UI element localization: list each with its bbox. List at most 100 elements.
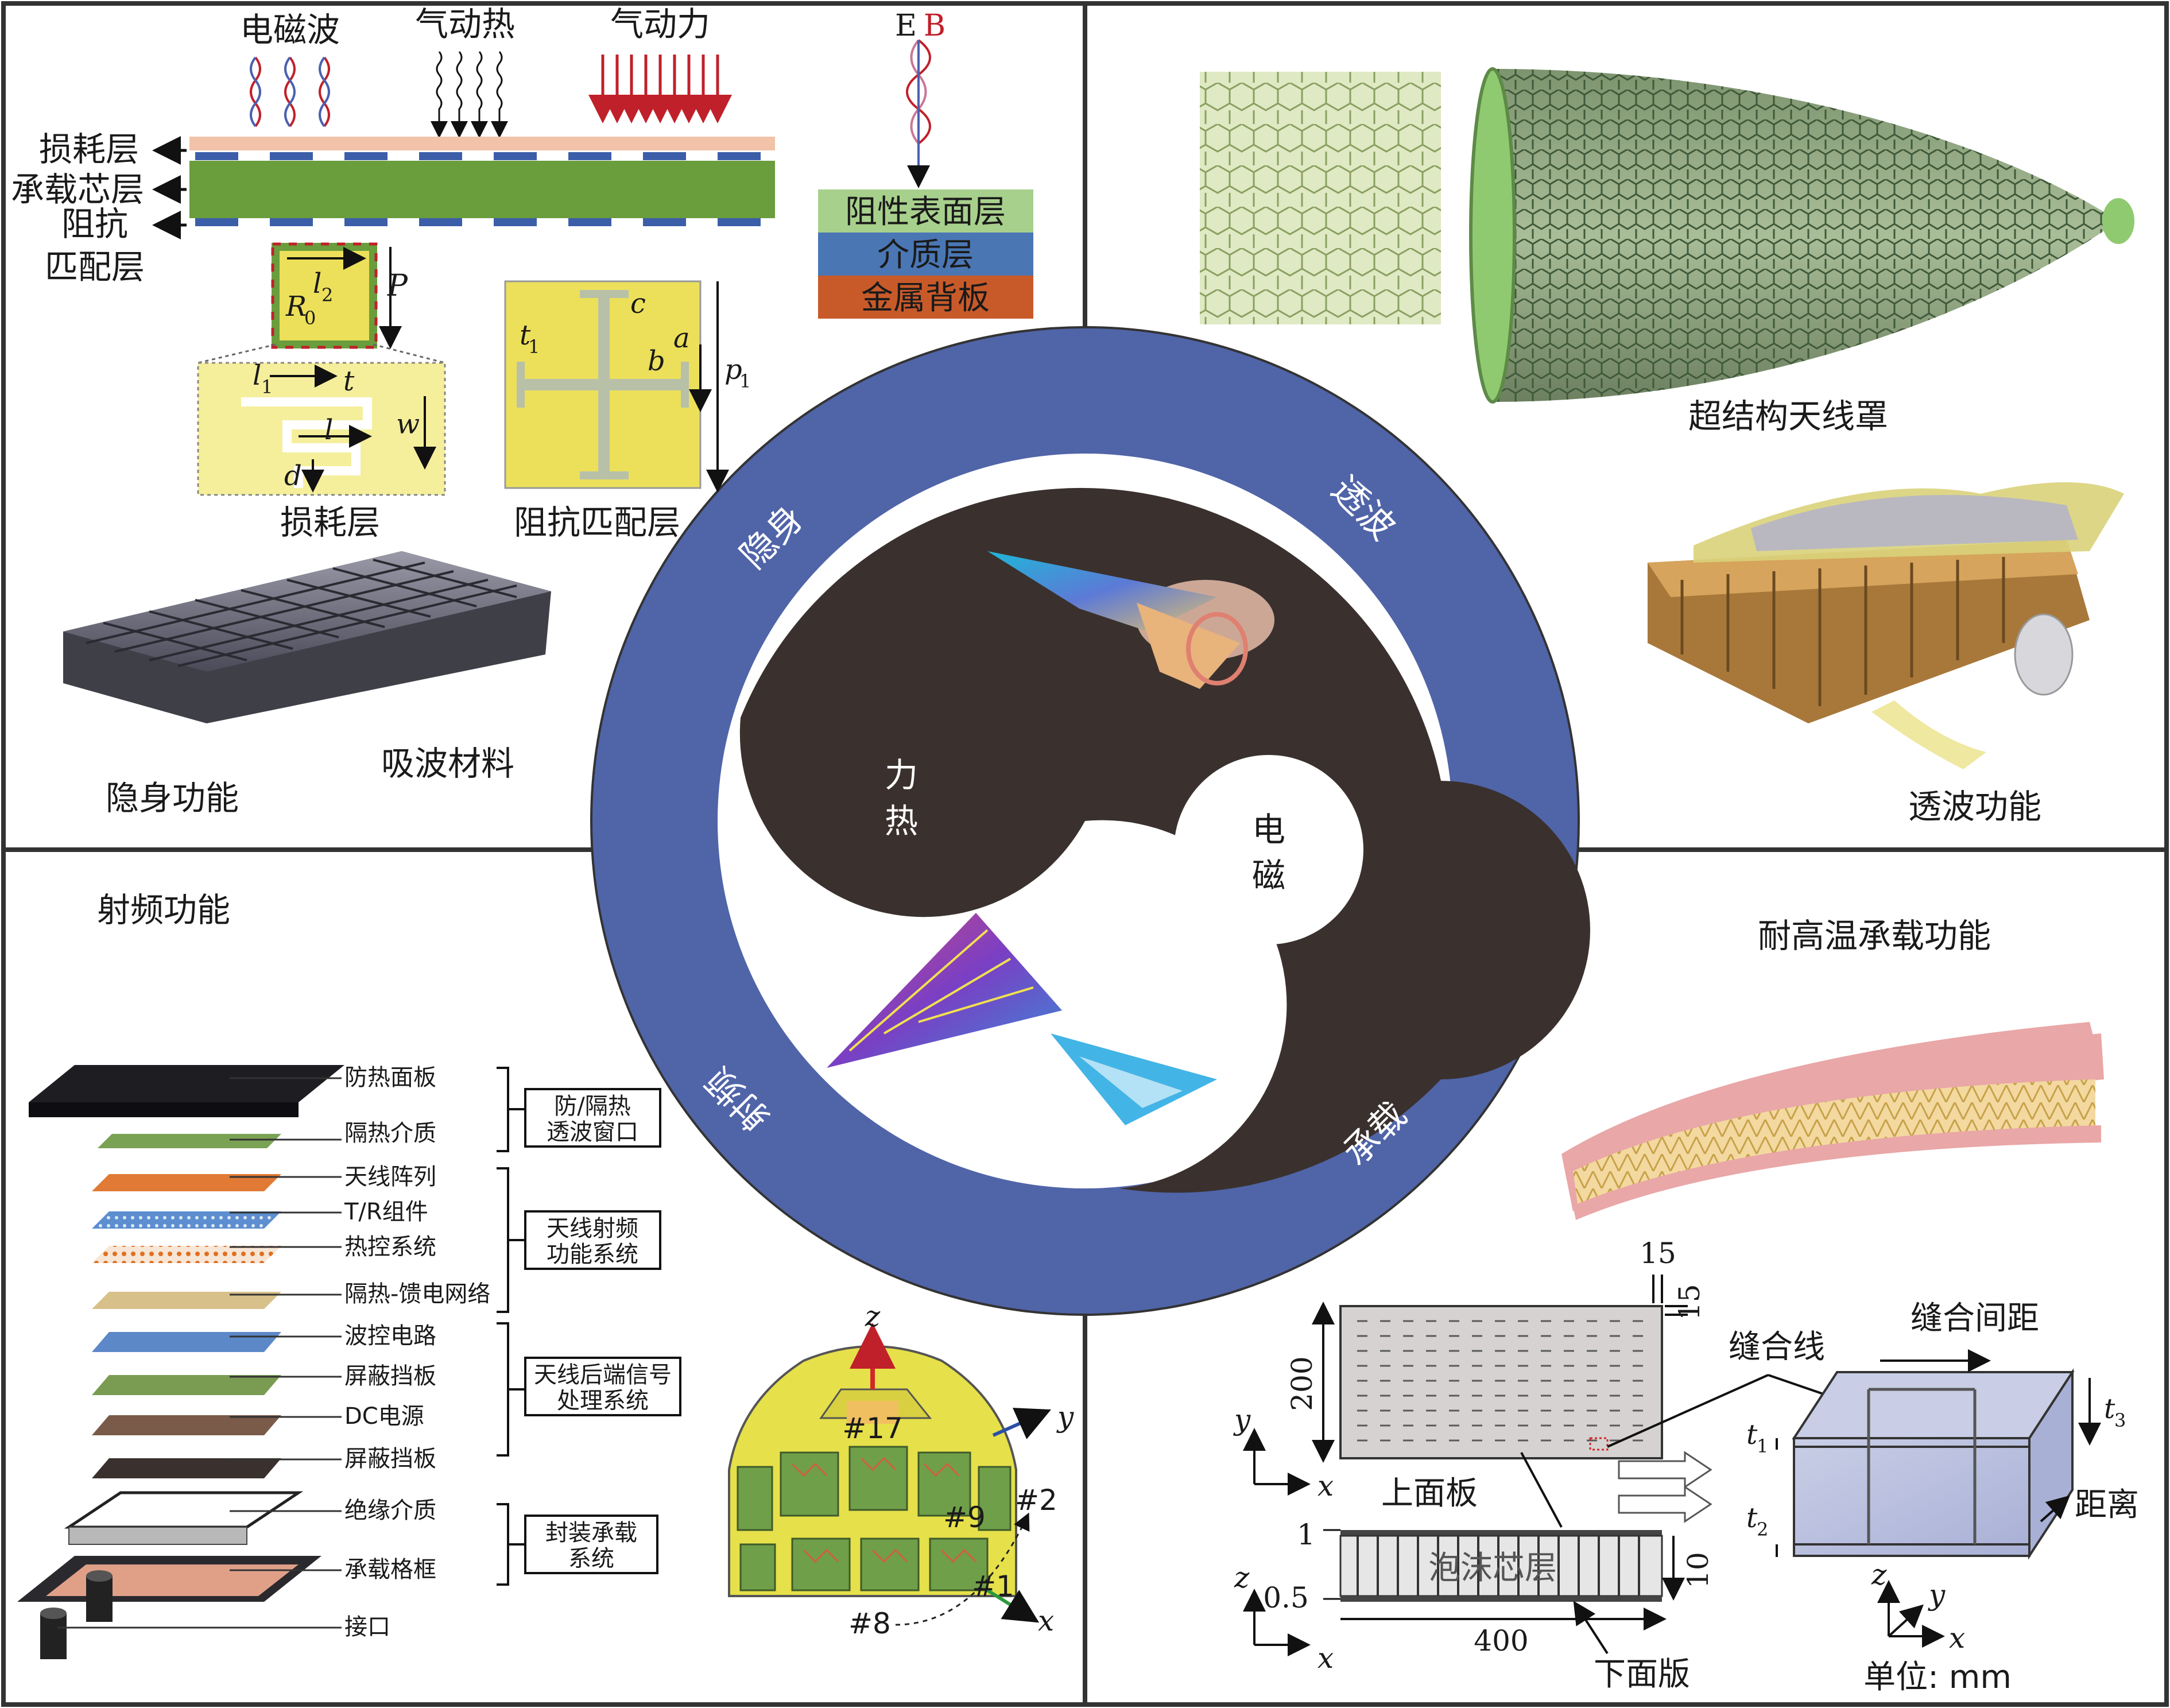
label-t1: t: [1746, 1419, 1758, 1451]
label-l1: l: [253, 359, 261, 392]
dim-15-top: 15: [1640, 1237, 1676, 1270]
stitch-detail-marker: [1589, 1437, 1609, 1451]
layer-label-beam-ctrl: 波控电路: [344, 1323, 436, 1349]
label-l2-sub: 2: [321, 284, 333, 306]
label-t2: t: [1746, 1502, 1758, 1534]
wave-label-heat: 气动热: [415, 5, 515, 44]
flow-arrows: [1618, 1451, 1712, 1523]
layer-shape-feed: [92, 1292, 281, 1309]
label-p1: p: [724, 354, 742, 386]
layer-label-antenna: 天线阵列: [344, 1164, 436, 1190]
e-field-label: E: [895, 9, 917, 43]
axis-box-y: y: [1928, 1578, 1946, 1612]
axis-top-y: y: [1233, 1403, 1251, 1436]
layer-label-thermal: 热控系统: [344, 1234, 436, 1260]
stack-label-resistive: 阻性表面层: [845, 193, 1006, 231]
panel-load-bearing: 耐高温承载功能 15 15 200 y x 缝合线: [1233, 916, 2139, 1696]
dim-10: 10: [1681, 1552, 1715, 1589]
label-p1-sub: 1: [739, 370, 751, 392]
label-l2: l: [313, 268, 321, 300]
load-title: 耐高温承载功能: [1758, 916, 1991, 955]
dome-axis-x: x: [1038, 1604, 1054, 1637]
side-view-sandwich: [1323, 1529, 1685, 1630]
layer-label-feed: 隔热-馈电网络: [344, 1281, 490, 1307]
dim-400: 400: [1474, 1624, 1528, 1657]
label-t3: t: [2104, 1393, 2115, 1425]
layer-shape-dc: [92, 1415, 281, 1435]
label-r0: R: [285, 291, 307, 323]
dim-15-side: 15: [1673, 1284, 1706, 1320]
layer-label-heat-shield: 防热面板: [344, 1064, 436, 1091]
label-d: d: [284, 460, 302, 492]
group-backend-1: 天线后端信号: [534, 1362, 672, 1388]
layer-label-impedance-1: 阻抗: [61, 204, 128, 243]
label-bottom-plate: 下面版: [1594, 1656, 1690, 1693]
layer-shape-heat-shield: [29, 1065, 344, 1102]
layer-shape-shield-1: [92, 1375, 281, 1395]
yin-label-2: 热: [885, 801, 918, 841]
eb-wave-icon: [906, 39, 931, 188]
radome-3d: [1469, 67, 2134, 404]
axis-side-z: z: [1234, 1561, 1250, 1594]
center-yin-yang: 力 热 电 磁 隐身 透波 射频 承载: [590, 326, 1590, 1316]
top-view-dims: [1312, 1275, 1688, 1463]
layer-label-interface: 接口: [344, 1614, 390, 1640]
b-field-label: B: [924, 9, 946, 43]
label-t1-sub: 1: [1757, 1435, 1768, 1457]
core-layer-plate: [189, 161, 775, 218]
heat-wave-icon: [431, 51, 508, 138]
dome-tag-2: #2: [1015, 1484, 1057, 1517]
layer-shape-insulator: [64, 1491, 304, 1529]
aircraft-rf-sim: [1051, 1033, 1217, 1125]
loss-unit-cell: [271, 242, 402, 349]
layer-label-loss: 损耗层: [39, 130, 139, 169]
yang-eye: [1174, 755, 1363, 944]
yin-eye: [807, 700, 996, 890]
layer-leader-lines: [57, 1077, 342, 1629]
group-brackets: [497, 1067, 525, 1586]
stack-label-metal: 金属背板: [861, 280, 990, 317]
layer-label-frame: 承载格框: [344, 1556, 436, 1583]
yin-half: [739, 487, 1590, 1193]
group-heat-window-2: 透波窗口: [547, 1119, 638, 1145]
label-stitch-line: 缝合线: [1729, 1329, 1825, 1366]
layer-shape-insulation: [98, 1134, 281, 1148]
yang-label-2: 磁: [1252, 856, 1285, 895]
axis-box-z: z: [1871, 1558, 1887, 1591]
unit-label: 单位: mm: [1863, 1659, 2012, 1696]
label-w: w: [396, 408, 420, 440]
dome-tag-1: #1: [972, 1570, 1014, 1603]
label-stitch-spacing: 缝合间距: [1911, 1300, 2039, 1337]
panel-transmission: 超结构天线罩 透波功能: [1200, 67, 2134, 826]
aircraft-thermal-sim: [987, 551, 1274, 689]
layer-label-core: 承载芯层: [11, 170, 144, 209]
stack-metal: [818, 276, 1033, 319]
resonator-row-bottom: [195, 218, 761, 226]
resonator-row-top: [195, 152, 761, 160]
layer-shape-antenna: [92, 1174, 281, 1191]
wave-label-em: 电磁波: [240, 10, 340, 49]
dome-tag-8: #8: [848, 1607, 891, 1640]
panel-rf: 射频功能: [17, 890, 1074, 1659]
label-b: b: [648, 345, 665, 377]
label-p: P: [387, 269, 408, 303]
yin-label-1: 力: [885, 756, 918, 795]
layer-pointer-arrows: [152, 136, 187, 239]
label-a: a: [673, 322, 690, 354]
group-antenna-rf-1: 天线射频: [547, 1215, 638, 1242]
conformal-dome-array: [728, 1323, 1051, 1626]
dim-200: 200: [1285, 1356, 1319, 1411]
dim-0-5: 0.5: [1263, 1581, 1309, 1614]
layer-label-insulation: 隔热介质: [344, 1120, 436, 1147]
sandwich-panel-3d: [1561, 1022, 2104, 1220]
dome-tag-9: #9: [943, 1501, 986, 1534]
label-t1-sub: 1: [528, 336, 540, 358]
stack-label-dielectric: 介质层: [877, 237, 974, 274]
layer-label-tr: T/R组件: [344, 1199, 428, 1225]
layer-label-impedance-2: 匹配层: [45, 247, 145, 286]
loss-layer-plate: [189, 137, 775, 150]
connector-cylinders: [40, 1570, 113, 1659]
axis-top-x: x: [1318, 1469, 1334, 1502]
force-arrows-icon: [588, 55, 732, 123]
